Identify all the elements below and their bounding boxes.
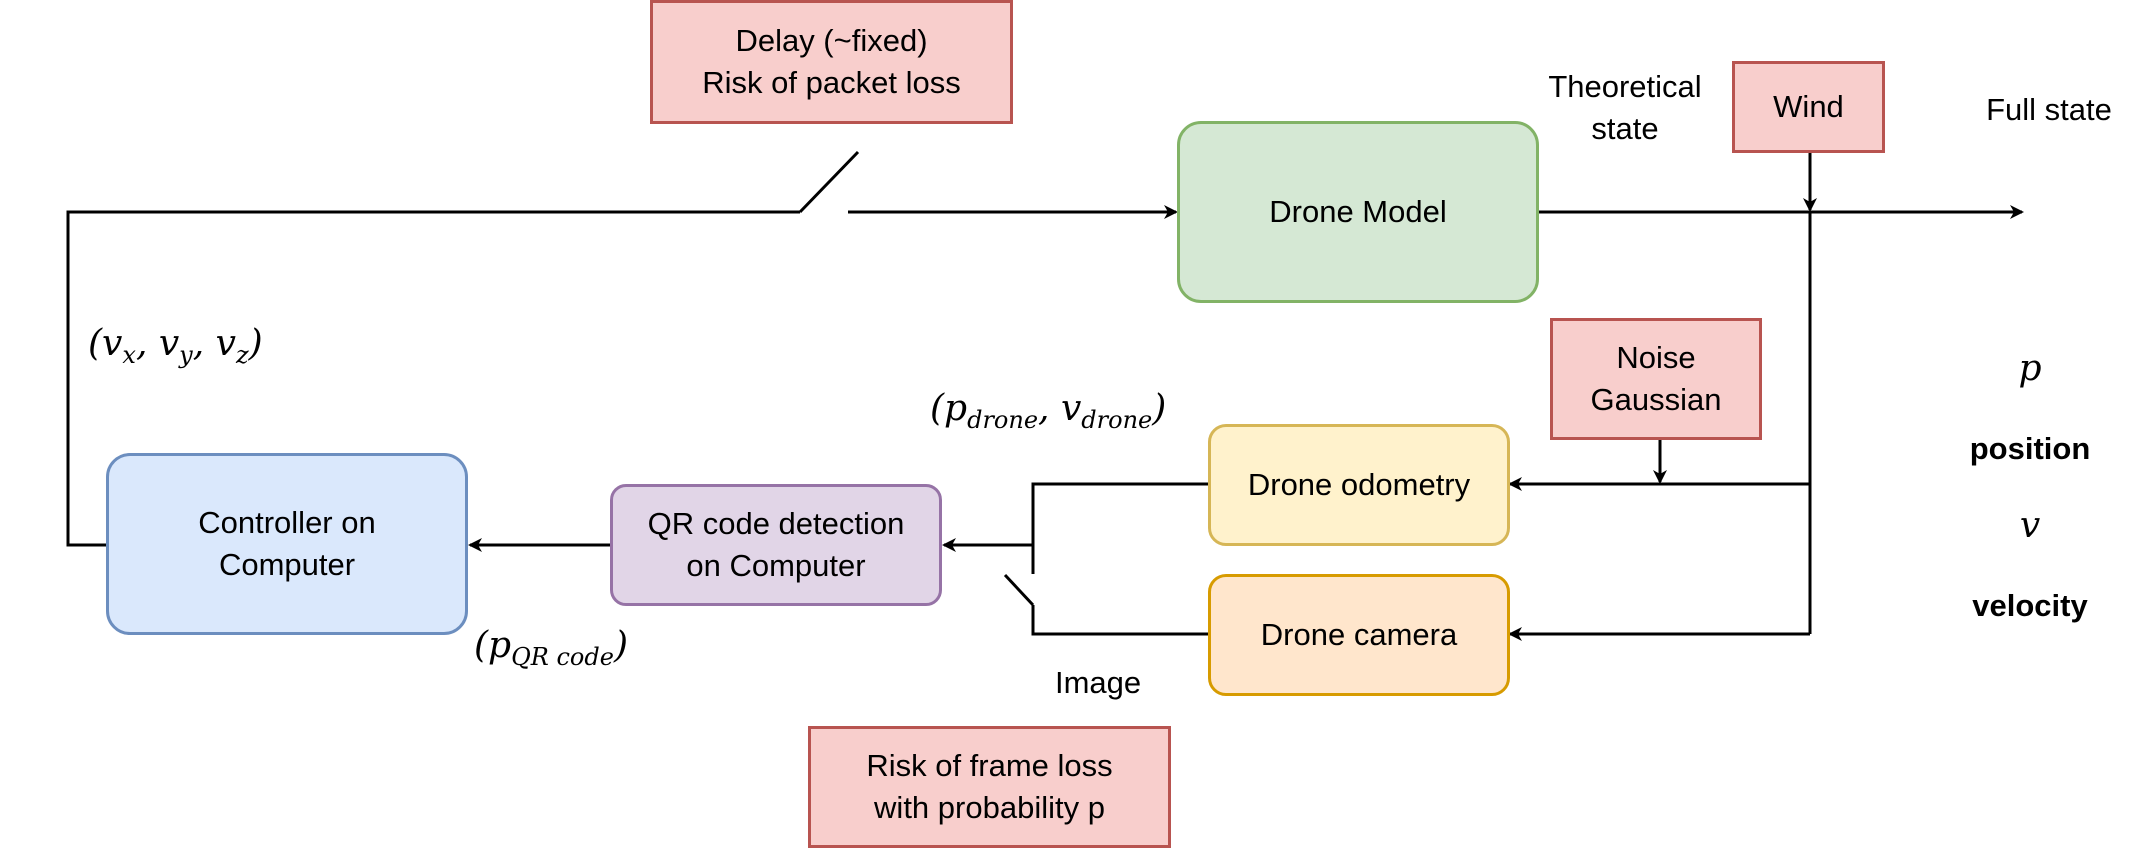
wind-box: Wind [1732, 61, 1885, 153]
theoretical-state-label: Theoretical state [1548, 69, 1702, 146]
drone-model-box: Drone Model [1177, 121, 1539, 303]
noise-box: Noise Gaussian [1550, 318, 1762, 440]
legend-p-symbol: p [2018, 348, 2042, 389]
delay-box: Delay (~fixed) Risk of packet loss [650, 0, 1013, 124]
controller-line-1: Controller on [198, 505, 376, 541]
frame-loss-box: Risk of frame loss with probability p [808, 726, 1171, 848]
controller-box: Controller on Computer [106, 453, 468, 635]
drone-odometry-box: Drone odometry [1208, 424, 1510, 546]
qr-detection-line-2: on Computer [686, 548, 866, 583]
drone-odometry-label: Drone odometry [1247, 467, 1471, 503]
legend-position: position [1969, 431, 2091, 466]
controller-line-2: Computer [218, 547, 356, 582]
velocity-command-label: (vx, vy, vz) [88, 323, 263, 370]
legend-v-symbol: v [2019, 505, 2041, 546]
delay-line-1: Delay (~fixed) [735, 23, 928, 59]
frame-loss-switch [1003, 573, 1035, 607]
drone-camera-label: Drone camera [1260, 617, 1458, 653]
full-state-label: Full state [1986, 92, 2112, 127]
qr-detection-line-1: QR code detection [647, 506, 905, 542]
legend-velocity: velocity [1972, 588, 2088, 623]
packet-loss-switch [798, 150, 860, 214]
qr-detection-box: QR code detection on Computer [610, 484, 942, 606]
delay-line-2: Risk of packet loss [702, 65, 961, 100]
wind-label: Wind [1773, 89, 1844, 125]
noise-line-2: Gaussian [1590, 382, 1722, 417]
drone-camera-box: Drone camera [1208, 574, 1510, 696]
frame-loss-line-2: with probability p [874, 790, 1105, 825]
drone-measurement-label: (pdrone, vdrone) [930, 388, 1167, 435]
drone-model-label: Drone Model [1269, 194, 1447, 230]
noise-line-1: Noise [1616, 340, 1696, 376]
frame-loss-line-1: Risk of frame loss [866, 748, 1113, 784]
camera-wire [1031, 605, 1208, 636]
command-wire [66, 210, 800, 547]
image-label: Image [1055, 665, 1142, 700]
odometry-wire [1031, 482, 1208, 574]
qr-measurement-label: (pQR code) [474, 625, 628, 672]
